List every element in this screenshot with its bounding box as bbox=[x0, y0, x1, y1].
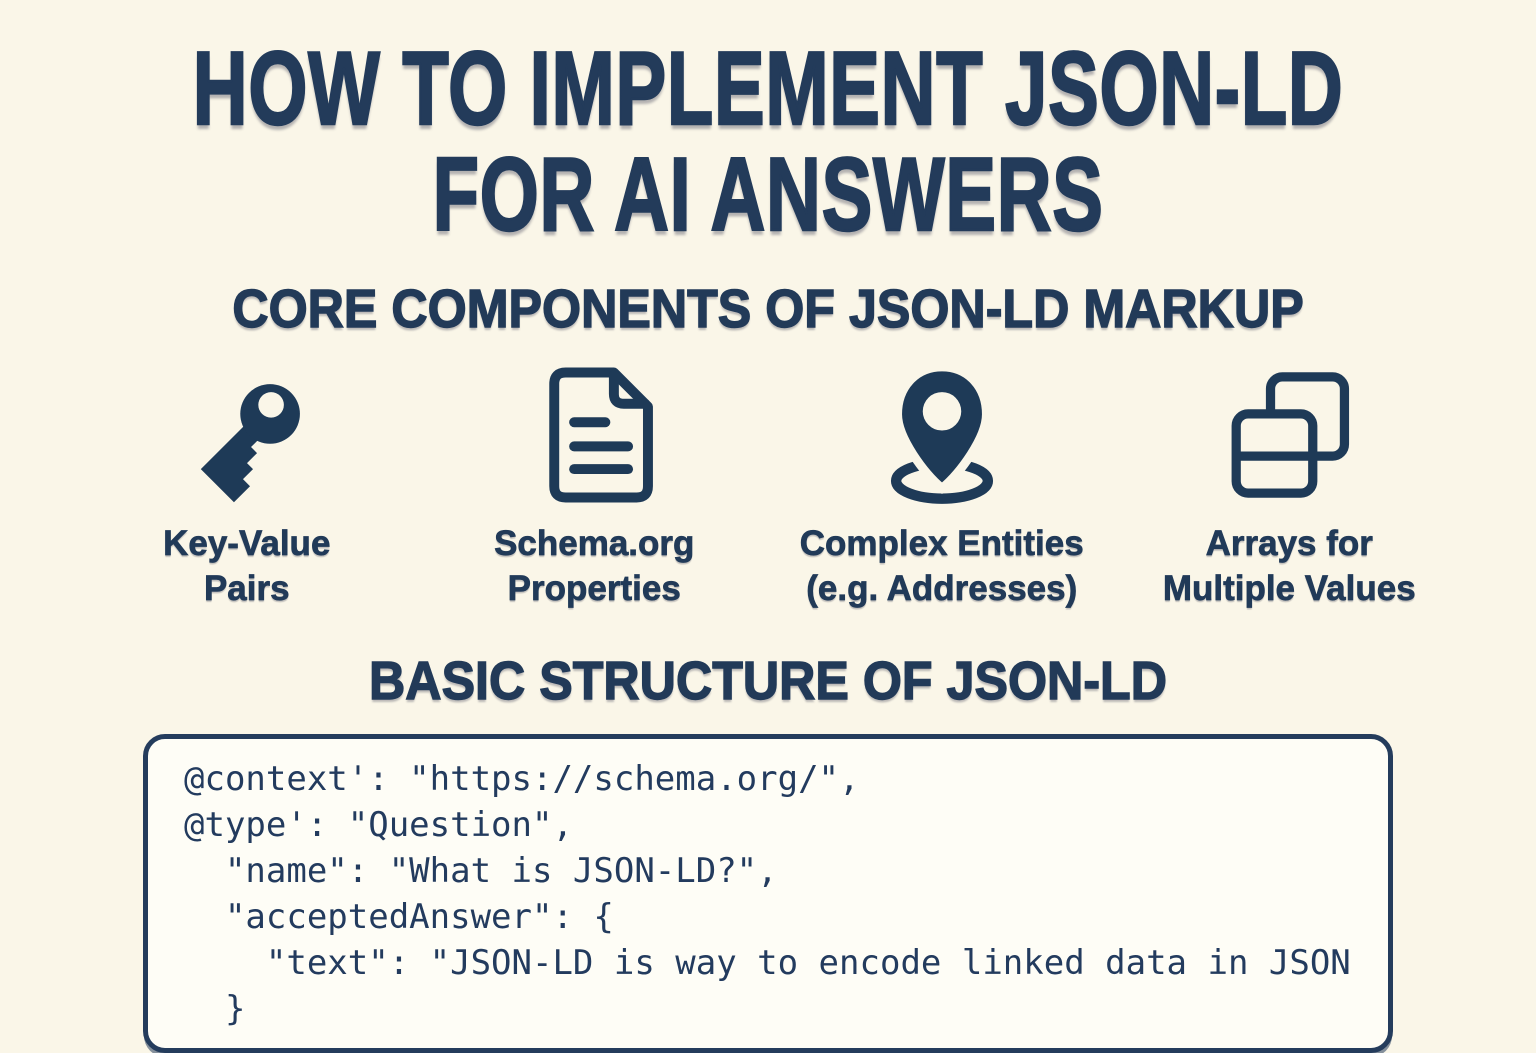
code-line: "text": "JSON-LD is way to encode linked… bbox=[184, 943, 1351, 983]
code-line: @context': "https://schema.org/", bbox=[184, 759, 860, 799]
component-label: Arrays for Multiple Values bbox=[1162, 523, 1416, 608]
page-title-line-2: FOR AI ANSWERS bbox=[432, 136, 1104, 253]
page-title: HOW TO IMPLEMENT JSON-LD FOR AI ANSWERS bbox=[192, 30, 1344, 253]
component-complex-entities: Complex Entities (e.g. Addresses) bbox=[768, 362, 1116, 612]
key-icon bbox=[176, 364, 318, 506]
component-label: Key-Value Pairs bbox=[163, 523, 331, 608]
infographic-poster: HOW TO IMPLEMENT JSON-LD FOR AI ANSWERS … bbox=[73, 30, 1464, 1053]
core-components-row: Key-Value Pairs Schema.org Properties bbox=[73, 362, 1464, 612]
stacked-cards-icon bbox=[1223, 364, 1355, 506]
basic-structure-heading: BASIC STRUCTURE OF JSON-LD bbox=[368, 651, 1167, 712]
document-icon bbox=[523, 364, 665, 506]
component-arrays: Arrays for Multiple Values bbox=[1116, 364, 1464, 612]
location-pin-icon bbox=[868, 362, 1016, 506]
component-label: Complex Entities (e.g. Addresses) bbox=[799, 523, 1084, 608]
code-line: "acceptedAnswer": { bbox=[184, 897, 614, 937]
component-schema-properties: Schema.org Properties bbox=[421, 364, 769, 612]
core-components-heading: CORE COMPONENTS OF JSON-LD MARKUP bbox=[232, 279, 1305, 340]
code-line: } bbox=[184, 989, 246, 1029]
page-title-line-1: HOW TO IMPLEMENT JSON-LD bbox=[192, 31, 1344, 147]
code-line: "name": "What is JSON-LD?", bbox=[184, 851, 778, 891]
code-line: @type': "Question", bbox=[184, 805, 573, 845]
json-code-block: @context': "https://schema.org/", @type'… bbox=[143, 734, 1393, 1053]
component-key-value-pairs: Key-Value Pairs bbox=[73, 364, 421, 612]
component-label: Schema.org Properties bbox=[494, 523, 695, 608]
